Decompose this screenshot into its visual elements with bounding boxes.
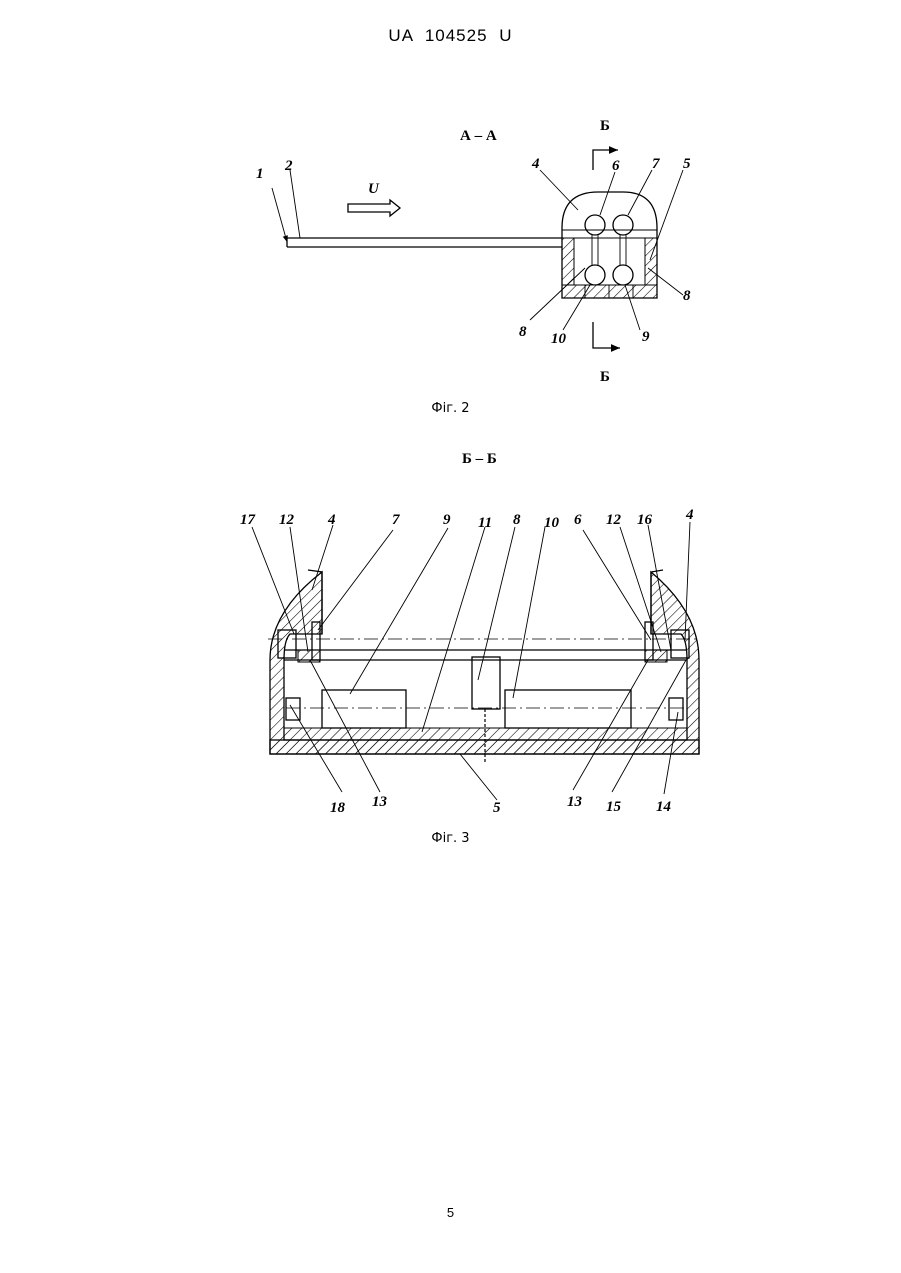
figure-2: А – А Б Б U	[272, 118, 683, 385]
fig2-callout-8-right: 8	[683, 288, 691, 304]
fig3-callout-5: 5	[493, 800, 501, 816]
page-number: 5	[0, 1205, 901, 1220]
fig2-section-marker-top: Б	[600, 118, 610, 134]
fig3-section-title: Б – Б	[462, 451, 497, 467]
fig2-callout-4: 4	[531, 156, 540, 172]
fig2-callout-6: 6	[612, 158, 620, 174]
fig3-callout-16: 16	[637, 512, 653, 528]
fig3-callout-4-left: 4	[327, 512, 336, 528]
fig2-callout-10: 10	[551, 331, 567, 347]
fig2-callout-9: 9	[642, 329, 650, 345]
fig3-caption: Фіг. 3	[0, 831, 901, 846]
fig2-sheet	[287, 238, 562, 247]
fig2-section-marker-bottom: Б	[600, 369, 610, 385]
fig3-callout-12-right: 12	[606, 512, 622, 528]
fig3-callout-7: 7	[392, 512, 400, 528]
fig3-roller-9	[322, 690, 406, 728]
fig3-sensor-8	[472, 657, 500, 709]
figure-3: Б – Б	[252, 451, 700, 800]
fig3-callout-9: 9	[443, 512, 451, 528]
fig3-callout-12-left: 12	[279, 512, 295, 528]
fig3-callout-4-right: 4	[685, 507, 694, 523]
fig3-callout-8: 8	[513, 512, 521, 528]
fig2-callout-1: 1	[256, 166, 264, 182]
fig2-roller-6	[585, 215, 605, 235]
fig2-caption: Фіг. 2	[0, 401, 901, 416]
fig3-callout-13-right: 13	[567, 794, 583, 810]
fig3-callout-6: 6	[574, 512, 582, 528]
fig2-velocity-label: U	[368, 181, 380, 197]
fig2-cut-arrow-bottom	[593, 322, 620, 348]
fig2-roller-9	[613, 265, 633, 285]
fig3-callout-11: 11	[478, 515, 492, 531]
fig3-callout-10: 10	[544, 515, 560, 531]
velocity-arrow-icon	[348, 200, 400, 216]
fig3-callout-17: 17	[240, 512, 256, 528]
fig3-callout-14: 14	[656, 799, 672, 815]
fig3-callout-18: 18	[330, 800, 346, 816]
fig2-roller-7	[613, 215, 633, 235]
fig2-callout-8-left: 8	[519, 324, 527, 340]
fig2-callout-2: 2	[284, 158, 293, 174]
fig3-top-shaft	[284, 650, 687, 660]
fig2-callout-5: 5	[683, 156, 691, 172]
fig3-callout-13-left: 13	[372, 794, 388, 810]
fig2-callout-7: 7	[652, 156, 660, 172]
fig3-callout-15: 15	[606, 799, 622, 815]
fig2-section-title: А – А	[460, 128, 497, 144]
fig2-leader-1	[272, 188, 287, 242]
fig2-roller-10	[585, 265, 605, 285]
